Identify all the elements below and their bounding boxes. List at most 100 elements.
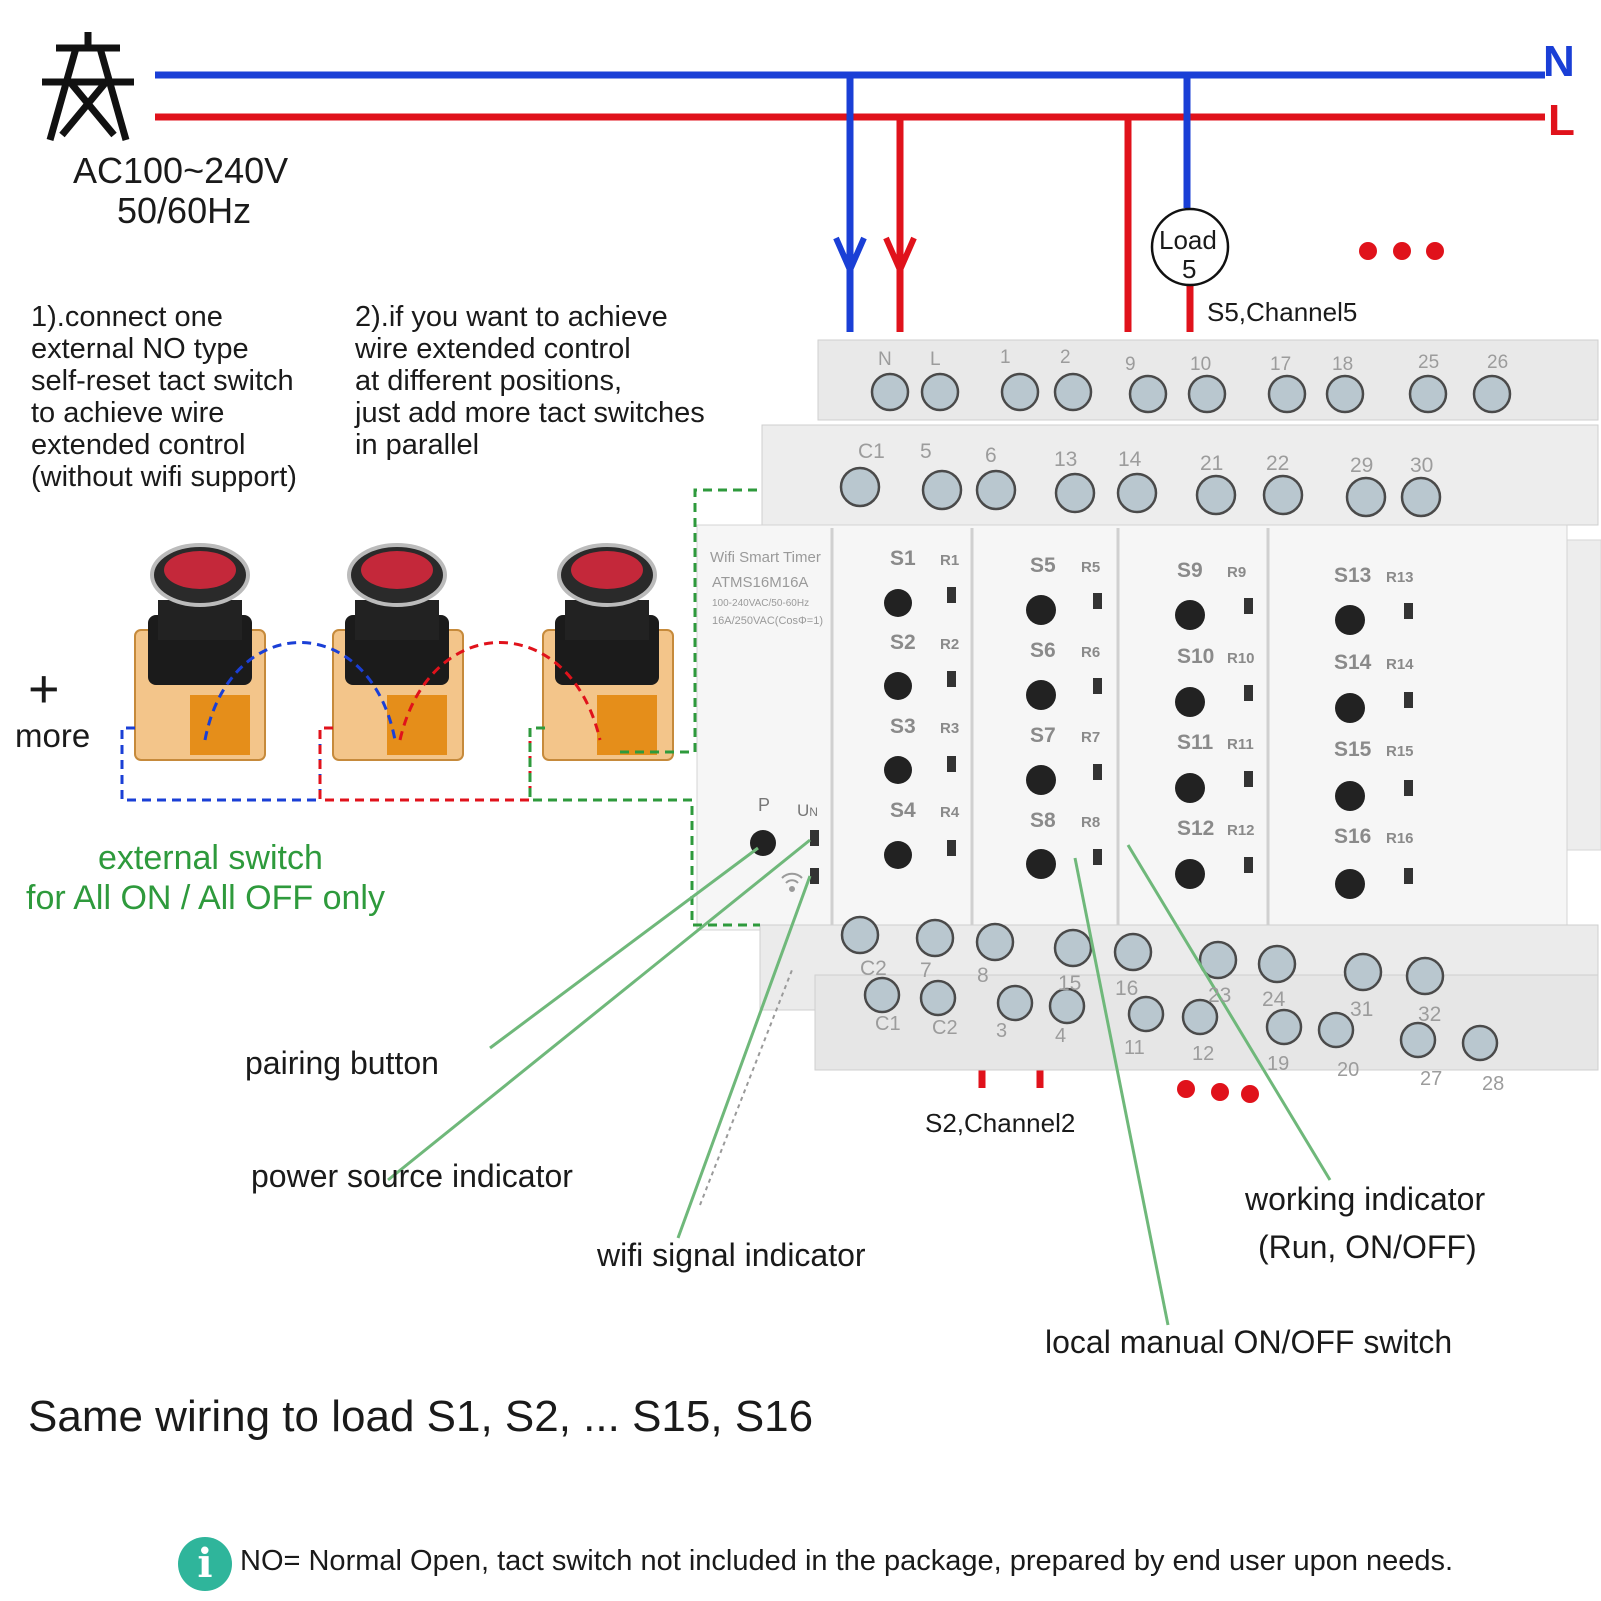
relay-label-r7: R7 [1081, 729, 1100, 746]
terminal-top1-10: 10 [1190, 354, 1211, 375]
wifi-icon [781, 872, 803, 892]
terminal-top1-9: 9 [1125, 354, 1136, 375]
terminal-top2-c1: C1 [858, 440, 885, 463]
mains-frequency-label: 50/60Hz [117, 190, 252, 231]
green-dashed-wire-top [620, 488, 762, 754]
switch-label-s9: S9 [1177, 559, 1203, 582]
terminal-top1-17: 17 [1270, 354, 1291, 375]
terminal-bottom1-16: 16 [1115, 977, 1138, 1000]
terminal-top1-1: 1 [1000, 347, 1011, 368]
terminal-bottom2-c1: C1 [875, 1013, 901, 1035]
terminal-top2-6: 6 [985, 444, 997, 467]
terminal-top1-26: 26 [1487, 352, 1508, 373]
info-icon: i [178, 1537, 232, 1591]
terminal-top1-25: 25 [1418, 352, 1439, 373]
smart-timer-device [696, 339, 1601, 1071]
switch-label-s11: S11 [1177, 731, 1214, 754]
relay-label-r2: R2 [940, 636, 959, 653]
terminal-bottom1-7: 7 [920, 959, 932, 982]
relay-label-r5: R5 [1081, 559, 1100, 576]
terminal-bottom2-4: 4 [1055, 1025, 1066, 1047]
more-label: more [15, 717, 91, 754]
terminal-top2-5: 5 [920, 440, 932, 463]
mains-voltage-label: AC100~240V [73, 150, 289, 191]
live-label: L [1548, 96, 1575, 145]
terminal-top2-29: 29 [1350, 454, 1373, 477]
terminal-top2-22: 22 [1266, 452, 1289, 475]
device-rating1: 100-240VAC/50-60Hz [712, 598, 810, 609]
terminal-bottom2-3: 3 [996, 1020, 1007, 1042]
relay-leds [947, 587, 1413, 884]
more-loads-dots-bottom [1177, 1080, 1259, 1103]
relay-label-r4: R4 [940, 804, 960, 821]
switch-label-s16: S16 [1334, 825, 1371, 848]
load-circle [1150, 207, 1230, 287]
terminal-top1-l: L [930, 349, 941, 370]
blue-dashed-wire [203, 641, 397, 741]
switch-label-s5: S5 [1030, 554, 1056, 577]
relay-label-r9: R9 [1227, 564, 1246, 581]
switch-label-s7: S7 [1030, 724, 1056, 747]
terminal-screws [839, 372, 1512, 1062]
relay-label-r1: R1 [940, 552, 959, 569]
live-arrow [883, 236, 917, 278]
terminal-bottom2-27: 27 [1420, 1068, 1442, 1090]
callout-lines [387, 838, 1332, 1326]
terminal-bottom1-24: 24 [1262, 988, 1286, 1011]
switch-label-s14: S14 [1334, 651, 1372, 674]
terminal-top2-30: 30 [1410, 454, 1433, 477]
green-dashed-wire-loop [528, 726, 760, 927]
relay-label-r10: R10 [1227, 650, 1255, 667]
switch-label-s15: S15 [1334, 738, 1372, 761]
callout-working-indicator-2: (Run, ON/OFF) [1258, 1229, 1477, 1265]
power-label: UN [797, 801, 818, 821]
load-label-line2: 5 [1182, 254, 1197, 284]
push-button-3 [542, 543, 674, 761]
callout-pairing-button: pairing button [245, 1045, 439, 1081]
red-dashed-wire [398, 641, 602, 741]
device-name: Wifi Smart Timer [710, 549, 821, 566]
terminal-top2-21: 21 [1200, 452, 1223, 475]
relay-label-r15: R15 [1386, 743, 1414, 760]
relay-label-r3: R3 [940, 720, 959, 737]
instruction-step1: 1).connect one external NO type self-res… [31, 301, 297, 493]
neutral-arrow [833, 236, 867, 278]
instruction-step2: 2).if you want to achieve wire extended … [355, 301, 705, 461]
relay-label-r14: R14 [1386, 656, 1414, 673]
callout-local-switch: local manual ON/OFF switch [1045, 1324, 1453, 1360]
switch-label-s10: S10 [1177, 645, 1214, 668]
relay-label-r12: R12 [1227, 822, 1255, 839]
callout-wifi-indicator: wifi signal indicator [597, 1237, 866, 1273]
switch-label-s8: S8 [1030, 809, 1056, 832]
wifi-indicator-led [810, 868, 819, 884]
relay-label-r11: R11 [1227, 736, 1254, 753]
terminal-top1-n: N [878, 349, 892, 370]
terminal-bottom1-23: 23 [1208, 984, 1231, 1007]
wifi-dashed-callout [699, 969, 793, 1206]
terminal-bottom1-8: 8 [977, 964, 989, 987]
more-plus: + [28, 659, 60, 719]
external-switch-line2: for All ON / All OFF only [26, 879, 385, 917]
load-channel-label: S5,Channel5 [1207, 297, 1358, 327]
neutral-label: N [1543, 37, 1575, 86]
same-wiring-note: Same wiring to load S1, S2, ... S15, S16 [28, 1392, 814, 1441]
external-switch-line1: external switch [98, 839, 323, 877]
terminal-top2-13: 13 [1054, 448, 1077, 471]
terminal-bottom2-20: 20 [1337, 1059, 1359, 1081]
switch-label-s6: S6 [1030, 639, 1056, 662]
terminal-top1-18: 18 [1332, 354, 1353, 375]
terminal-bottom2-c2: C2 [932, 1017, 958, 1039]
terminal-bottom1-31: 31 [1350, 998, 1373, 1021]
more-loads-dots-top [1359, 242, 1444, 260]
terminal-bottom1-c2: C2 [860, 957, 887, 980]
terminal-bottom1-15: 15 [1058, 972, 1081, 995]
pairing-label: P [758, 795, 771, 815]
terminal-top1-2: 2 [1060, 347, 1071, 368]
relay-label-r16: R16 [1386, 830, 1414, 847]
callout-working-indicator-1: working indicator [1245, 1181, 1486, 1217]
switch-label-s2: S2 [890, 631, 916, 654]
relay-label-r13: R13 [1386, 569, 1414, 586]
switch-label-s1: S1 [890, 547, 916, 570]
push-button-1 [134, 543, 266, 761]
